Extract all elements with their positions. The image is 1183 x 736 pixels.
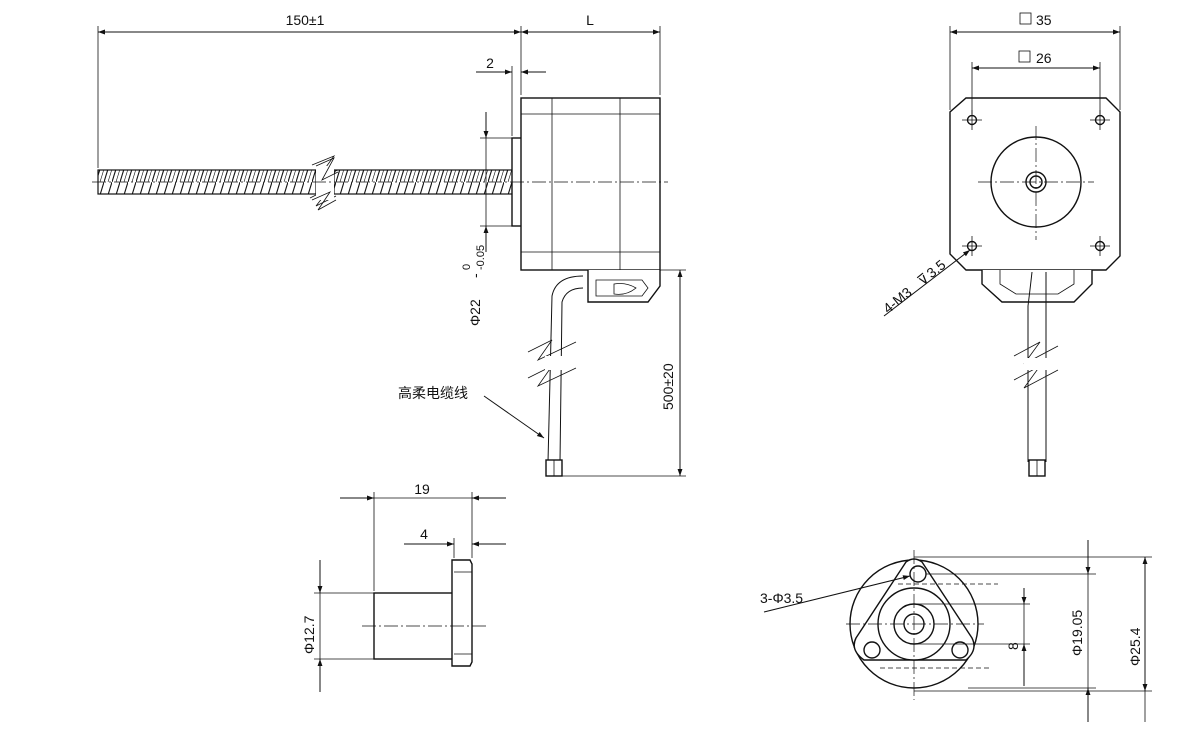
pilot-tolerance-lower: -0.05 xyxy=(475,245,487,270)
pilot-tolerance-dash: - xyxy=(467,273,483,278)
nut-hole xyxy=(863,641,881,659)
screw-length-label: 150±1 xyxy=(286,12,325,28)
nut-length-label: 19 xyxy=(414,481,430,497)
nut-front-view: 3-Φ3.5 8 Φ19.05 Φ25.4 xyxy=(760,540,1152,722)
side-view: 150±1 L 2 Φ22 - 0 -0.05 500±20 高柔电缆线 xyxy=(92,12,686,477)
nut-bolt-circle-label: Φ19.05 xyxy=(1069,610,1085,656)
nut-inner-offset-label: 8 xyxy=(1005,642,1021,650)
cable-length-label: 500±20 xyxy=(660,363,676,410)
cable-label: 高柔电缆线 xyxy=(398,385,468,401)
square-inner-label: 26 xyxy=(1036,50,1052,66)
nut-flange xyxy=(451,559,473,667)
nut-flange-label: 4 xyxy=(420,526,428,542)
cable xyxy=(527,275,584,477)
nut-hole xyxy=(909,565,927,583)
motor-body xyxy=(520,97,661,271)
nut-flange-diameter-label: Φ25.4 xyxy=(1127,627,1143,666)
square-outer-label: 35 xyxy=(1036,12,1052,28)
motor-length-label: L xyxy=(586,12,594,28)
square-symbol xyxy=(1019,12,1032,25)
pilot-tolerance-upper: 0 xyxy=(461,264,473,270)
mount-holes-label: 4-M3 xyxy=(880,284,915,317)
gap-label: 2 xyxy=(486,55,494,71)
nut-holes-label: 3-Φ3.5 xyxy=(760,590,803,606)
lead-screw xyxy=(97,155,519,211)
nut-hole xyxy=(951,641,969,659)
connector-front xyxy=(981,270,1093,303)
nut-side-view: 19 4 Φ12.7 xyxy=(301,481,506,692)
nut-diameter-label: Φ12.7 xyxy=(301,615,317,654)
front-view: 35 26 4-M3 ⊽ 3.5 xyxy=(880,12,1121,477)
square-symbol xyxy=(1018,50,1031,63)
pilot-diameter-label: Φ22 xyxy=(467,299,483,326)
connector xyxy=(587,270,661,303)
